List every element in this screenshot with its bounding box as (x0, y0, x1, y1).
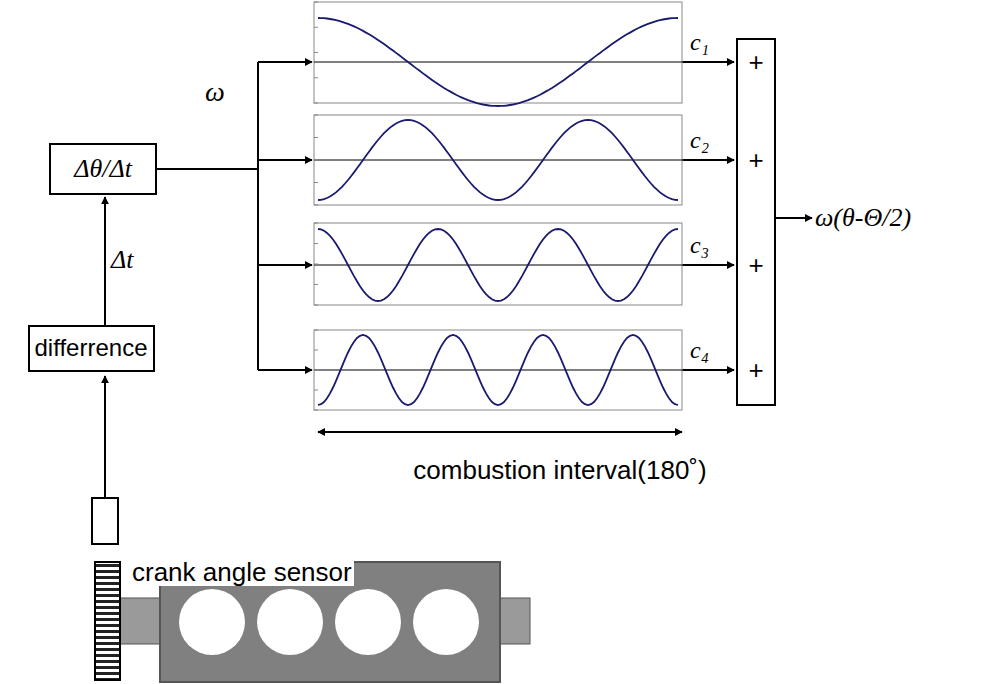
process-box: differrence (28, 325, 155, 372)
engine-illustration (92, 498, 530, 682)
process-box: Δθ/Δt (49, 143, 157, 195)
basis-plots (314, 2, 682, 410)
coefficient-label: c₄ (690, 337, 709, 363)
box-label: differrence (35, 335, 148, 361)
sensor-body (92, 498, 118, 544)
signal-name: ω (205, 77, 225, 108)
plus-sign: + (748, 48, 763, 77)
summing-box: + + + + (736, 38, 776, 406)
coefficient-label: c₂ (690, 127, 709, 153)
distribution-lines (157, 62, 812, 432)
output-label: ω(θ-Θ/2) (815, 204, 911, 233)
plus-sign: + (748, 146, 763, 175)
coefficient-label: c₃ (690, 232, 709, 258)
box-label: Δθ/Δt (74, 155, 132, 184)
plus-sign: + (748, 251, 763, 280)
signal-arrow (104, 197, 106, 325)
edge-label: Δt (111, 246, 133, 275)
signal-arrow (104, 376, 106, 498)
coefficient-label: c₁ (690, 29, 709, 55)
sensor-label: crank angle sensor (130, 558, 354, 587)
plus-sign: + (748, 356, 763, 385)
axis-label: combustion interval(180˚) (413, 456, 706, 485)
